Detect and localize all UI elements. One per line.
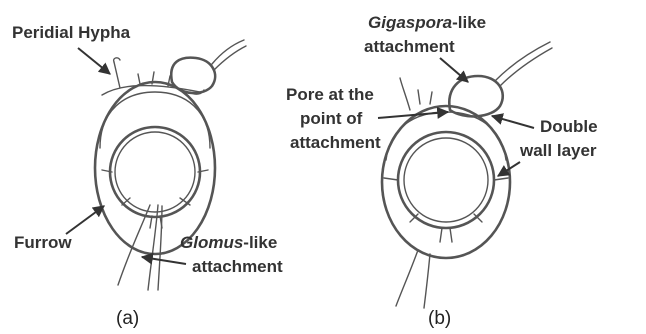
arrow-peridial-hypha <box>78 48 110 74</box>
label-gigaspora-like: Gigaspora-like <box>368 13 486 32</box>
spore-b-inner-wall <box>398 132 494 228</box>
arrow-glomus <box>142 257 186 264</box>
arrow-furrow <box>66 206 104 234</box>
spore-b-outer-wall <box>382 106 510 258</box>
label-glomus-like: Glomus-like <box>180 233 277 252</box>
caption-b: (b) <box>428 308 451 329</box>
spore-b-top-hyphae <box>400 78 432 110</box>
label-peridial-hypha: Peridial Hypha <box>12 23 131 42</box>
arrow-double-wall-1 <box>492 116 534 128</box>
label-double-line2: wall layer <box>519 141 597 160</box>
gigaspora-hypha-1 <box>496 42 550 80</box>
glomus-hypha-1 <box>118 205 150 285</box>
attached-vesicle-a <box>171 58 215 93</box>
label-pore-line1: Pore at the <box>286 85 374 104</box>
spore-b-lower-hypha-1 <box>396 250 418 306</box>
label-glomus-attachment: attachment <box>192 257 283 276</box>
gigaspora-attachment <box>449 76 502 116</box>
gigaspora-rest: -like <box>452 13 486 32</box>
spore-b-inner-wall-2 <box>404 138 488 222</box>
spore-b-lower-hypha-2 <box>424 254 430 308</box>
glomus-italic: Glomus <box>180 233 243 252</box>
label-double-line1: Double <box>540 117 598 136</box>
label-pore-line3: attachment <box>290 133 381 152</box>
spore-b-wall-layer <box>386 112 506 160</box>
spore-b-segments <box>384 178 508 242</box>
label-pore-line2: point of <box>300 109 363 128</box>
gigaspora-italic: Gigaspora <box>368 13 452 32</box>
panel-a: Peridial Hypha Furrow Glomus-like attach… <box>12 23 283 329</box>
caption-a: (a) <box>116 308 139 329</box>
vesicle-a-hypha <box>212 40 244 64</box>
label-furrow: Furrow <box>14 233 72 252</box>
label-gigaspora-attachment: attachment <box>364 37 455 56</box>
arrow-gigaspora <box>440 58 468 82</box>
glomus-rest: -like <box>243 233 277 252</box>
vesicle-a-hypha-2 <box>214 46 246 70</box>
peridial-hyphae <box>102 58 204 95</box>
panel-b: Gigaspora-like attachment Pore at the po… <box>286 13 598 329</box>
gigaspora-hypha-2 <box>500 48 552 86</box>
